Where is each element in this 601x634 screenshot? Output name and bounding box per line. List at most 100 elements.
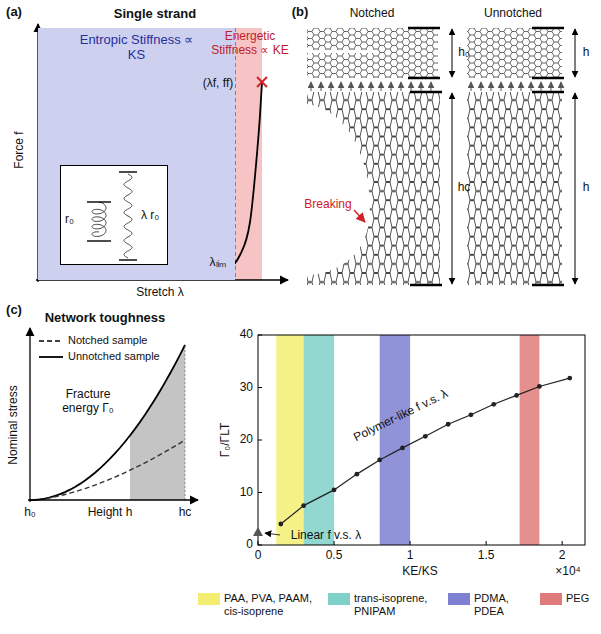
fracture-energy-area — [130, 345, 185, 500]
network-mesh — [467, 92, 562, 285]
network-mesh — [307, 92, 440, 285]
material-band — [304, 335, 334, 545]
annotation: Height h — [88, 506, 133, 520]
legend-line-sample — [38, 350, 64, 362]
tick-label: 30 — [240, 381, 253, 395]
annotation: ×10⁴ — [555, 565, 581, 579]
annotation: Unnotched — [484, 7, 542, 21]
end-bar — [119, 171, 137, 172]
legend-swatch — [198, 593, 220, 605]
annotation: Nominal stress — [7, 385, 21, 464]
legend-item: PAA, PVA, PAAM, cis-isoprene — [198, 592, 324, 617]
material-band — [520, 335, 540, 545]
notched-curve — [30, 440, 185, 500]
length-label: r₀ — [65, 212, 74, 226]
clamp — [410, 91, 442, 94]
pull-arrow — [381, 82, 382, 91]
annotation: h₀ — [458, 46, 470, 60]
panel-label: Network toughness — [45, 311, 166, 326]
region-label: Entropic Stiffness ∝ KS — [77, 32, 197, 62]
annotation: Γ₀/ΓLT — [219, 423, 233, 458]
pull-arrow — [371, 82, 372, 91]
legend-swatch — [328, 593, 350, 605]
dimension-line — [452, 29, 453, 77]
network-mesh — [467, 28, 562, 78]
pull-arrow — [541, 82, 542, 91]
pull-arrow — [331, 82, 332, 91]
tick-label: 10 — [240, 486, 253, 500]
data-point — [354, 472, 359, 477]
pull-arrow — [491, 82, 492, 91]
data-point — [446, 422, 451, 427]
end-bar — [87, 240, 111, 241]
dimension-line — [575, 93, 576, 284]
tick-label: 40 — [240, 328, 253, 342]
stretched-chain — [124, 174, 132, 258]
pull-arrow — [561, 82, 562, 91]
clamp — [408, 77, 440, 80]
entropic-region: Entropic Stiffness ∝ KS r₀ λ r₀ — [38, 28, 235, 280]
tick — [258, 440, 262, 441]
pull-arrow — [471, 82, 472, 91]
data-point — [537, 384, 542, 389]
legend-swatch — [448, 593, 470, 605]
failure-mark — [257, 77, 267, 87]
legend-text: Unnotched sample — [68, 350, 160, 363]
tick-label: 1.5 — [478, 549, 495, 563]
pull-arrow — [501, 82, 502, 91]
legend-text: PEG — [566, 592, 601, 605]
pull-arrow — [521, 82, 522, 91]
length-label: λ r₀ — [141, 208, 159, 222]
tick — [410, 541, 411, 545]
annotation: λₗᵢₘ — [210, 256, 227, 270]
annotation: h — [583, 46, 590, 60]
clamp — [410, 284, 442, 287]
tick — [258, 387, 262, 388]
pull-arrow — [431, 82, 432, 91]
legend-line-sample — [38, 334, 64, 346]
panel-label: (c) — [6, 303, 22, 318]
notch — [307, 50, 375, 53]
annotation: Fracture energy Γ₀ — [53, 388, 123, 416]
energetic-region — [235, 28, 262, 280]
clamp — [408, 27, 440, 30]
annotation: hc — [179, 506, 192, 520]
clamp — [532, 284, 564, 287]
pull-arrow — [531, 82, 532, 91]
data-point — [514, 393, 519, 398]
stress-axis — [29, 328, 30, 502]
tick-label: 0 — [246, 538, 253, 552]
tick-label: 0.5 — [326, 549, 343, 563]
network-mesh — [307, 28, 438, 78]
failure-mark — [257, 77, 267, 87]
notch-opening — [306, 104, 370, 276]
legend-item: PDMA, PDEA — [448, 592, 540, 617]
pull-arrow — [341, 82, 342, 91]
pull-arrow — [321, 82, 322, 91]
material-band — [276, 335, 303, 545]
data-point — [491, 402, 496, 407]
tick — [486, 541, 487, 545]
pull-arrow — [511, 82, 512, 91]
end-bar — [87, 201, 111, 202]
height-axis — [28, 499, 198, 500]
annotation: KE/KS — [402, 565, 437, 579]
clamp — [532, 91, 564, 94]
linear-point — [253, 527, 263, 536]
annotation: Force f — [13, 131, 27, 168]
panel-label: (a) — [6, 5, 22, 20]
legend-item: trans-isoprene, PNIPAM — [328, 592, 444, 617]
tick-label: 1 — [407, 549, 414, 563]
data-point — [567, 376, 572, 381]
clamp — [532, 27, 564, 30]
data-point — [301, 503, 306, 508]
pull-arrow — [391, 82, 392, 91]
panel-label: Single strand — [114, 7, 196, 22]
unnotched-curve — [30, 345, 185, 500]
pull-arrow — [551, 82, 552, 91]
pull-arrow — [421, 82, 422, 91]
end-bar — [119, 259, 137, 260]
plot-frame — [258, 335, 585, 545]
material-band — [380, 335, 410, 545]
pull-arrow — [481, 82, 482, 91]
